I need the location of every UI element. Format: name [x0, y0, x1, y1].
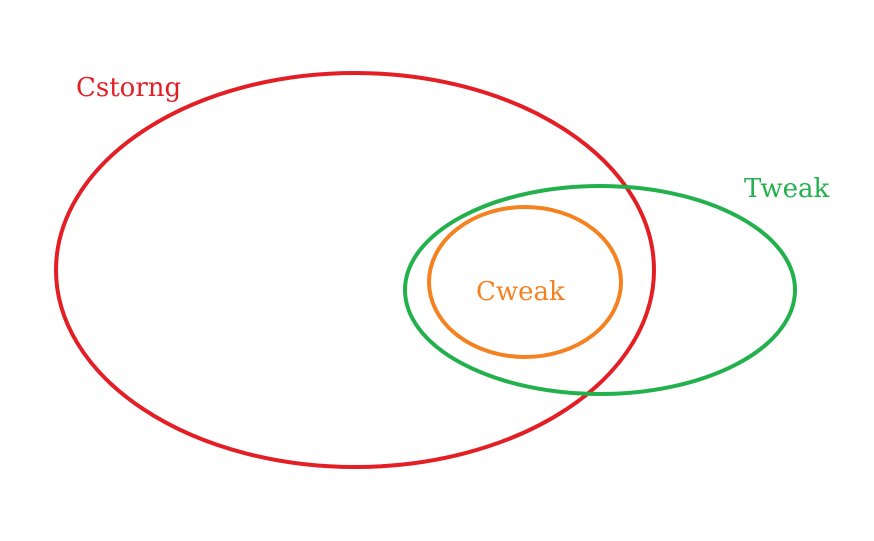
tweak-ellipse: [403, 184, 797, 396]
cweak-ellipse: [427, 205, 623, 359]
cweak-label: Cweak: [476, 277, 565, 307]
cstrong-ellipse: [54, 71, 656, 469]
cstrong-label: Cstorng: [76, 73, 181, 103]
tweak-label: Tweak: [744, 174, 830, 204]
